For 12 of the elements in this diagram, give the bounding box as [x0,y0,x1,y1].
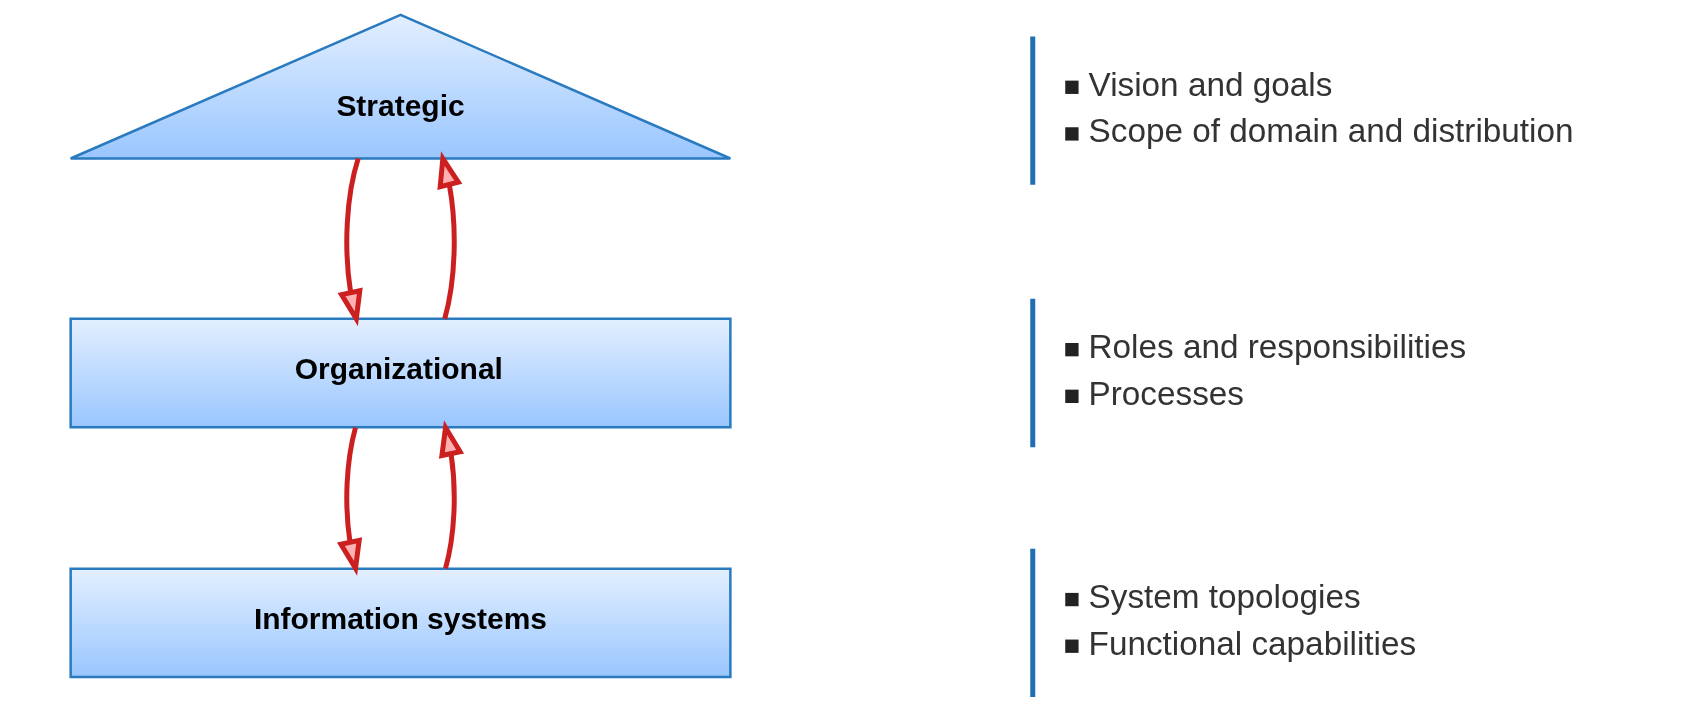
arrow [437,151,463,320]
node-label: Functional capabilities [1088,624,1417,662]
node-label: Vision and goals [1088,65,1333,103]
node-label: System topologies [1088,577,1361,615]
node-box: Organizational [69,317,732,429]
arrow [337,157,363,327]
node-label: Scope of domain and distribution [1088,112,1574,150]
node-label: Processes [1088,374,1245,412]
arrow [438,420,465,570]
node-box: Information systems [69,567,732,679]
node-label: Roles and responsibilities [1088,328,1467,365]
arrow [336,426,363,576]
